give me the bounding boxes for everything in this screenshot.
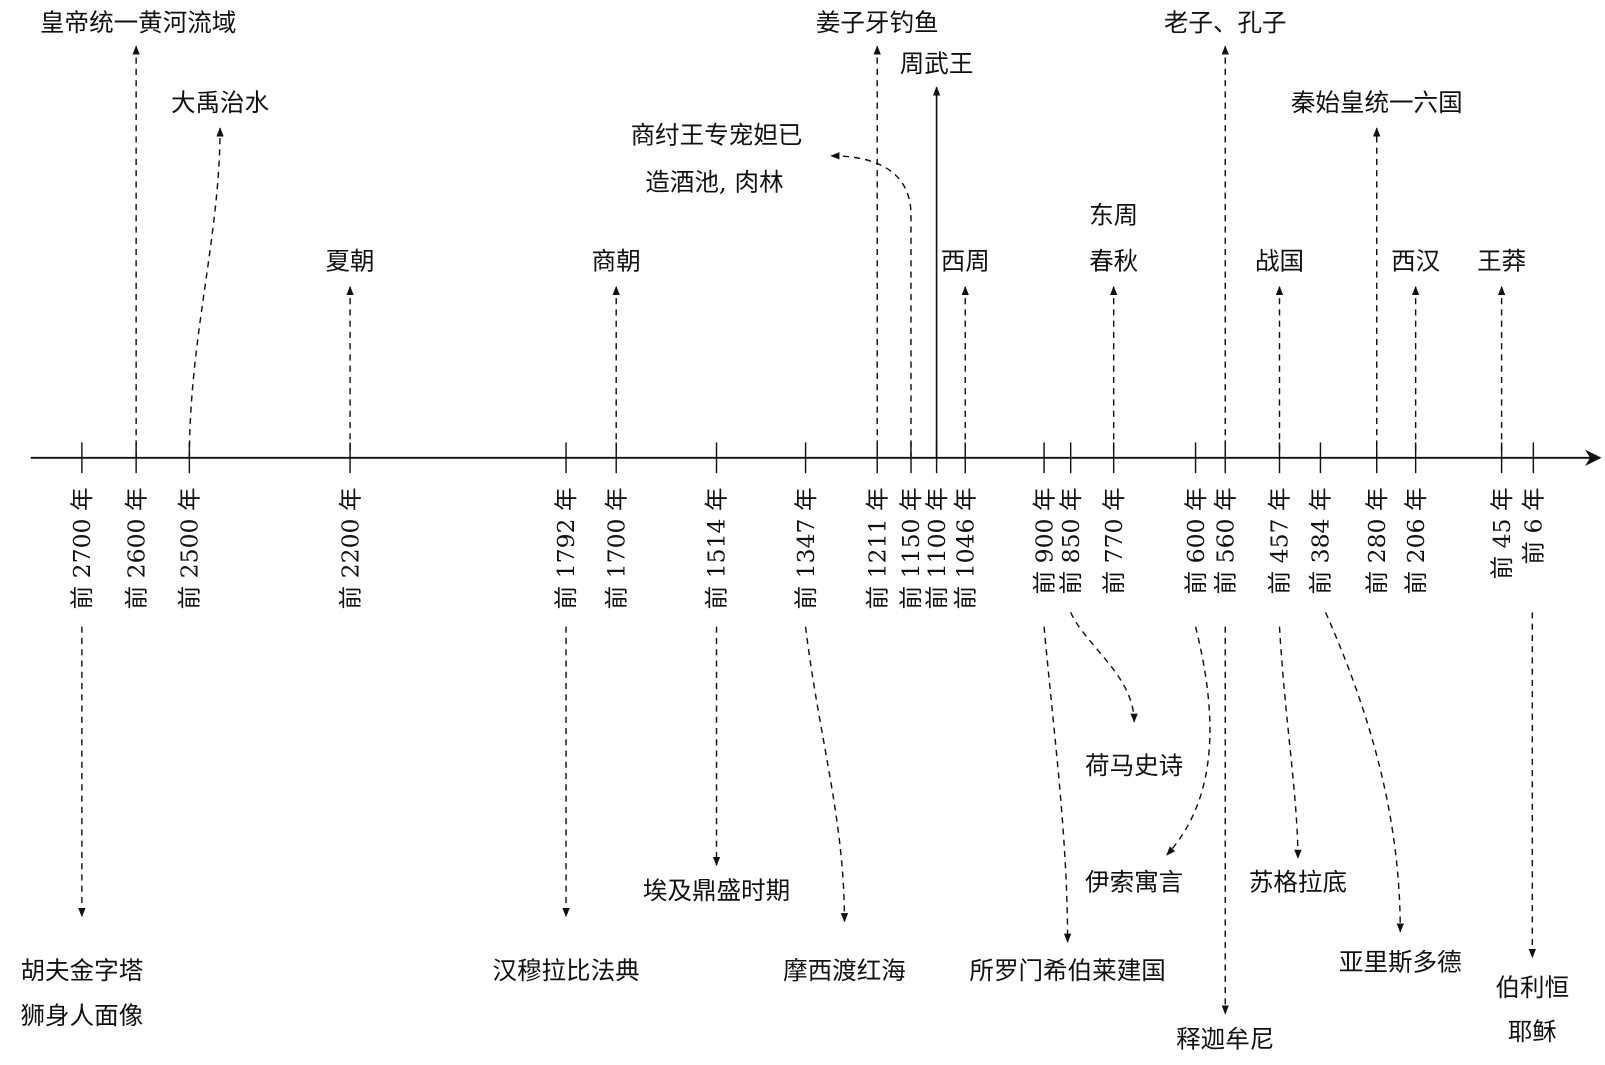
event-xia: 夏朝 <box>326 246 375 275</box>
year-label: 前 560 年 <box>1211 487 1239 594</box>
year-label: 前 206 年 <box>1402 487 1430 594</box>
event-aristotle: 亚里斯多德 <box>1339 948 1462 977</box>
event-xizhou: 西周 <box>941 246 990 275</box>
connectors-below <box>78 612 1537 1015</box>
event-homer: 荷马史诗 <box>1085 751 1183 780</box>
year-label: 前 457 年 <box>1266 487 1294 594</box>
event-dayu: 大禹治水 <box>171 88 269 117</box>
event-moses: 摩西渡红海 <box>783 956 906 985</box>
event-solomon: 所罗门希伯莱建国 <box>969 956 1165 985</box>
year-label: 前 850 年 <box>1057 487 1085 594</box>
year-label: 前 2700 年 <box>68 487 96 609</box>
year-ticks: 前 2700 年前 2600 年前 2500 年 前 2200 年 前 1792 年… <box>68 442 1548 609</box>
event-shangzhou-line1: 商纣王专宠妲已 <box>631 121 803 150</box>
arrow-shangzhou <box>830 152 912 458</box>
year-label: 前 900 年 <box>1030 487 1058 594</box>
year-label: 前 2200 年 <box>336 487 364 609</box>
arrow-aesop <box>1166 626 1211 856</box>
event-zhouwuwang: 周武王 <box>900 49 974 78</box>
year-label: 前 280 年 <box>1363 487 1391 594</box>
event-jesus-line1: 伯利恒 <box>1496 973 1570 1002</box>
event-huangdi: 皇帝统一黄河流域 <box>40 8 236 37</box>
year-label: 前 384 年 <box>1307 487 1335 594</box>
year-label: 前 600 年 <box>1182 487 1210 594</box>
event-buddha: 释迦牟尼 <box>1176 1024 1274 1053</box>
arrow-homer <box>1070 612 1138 723</box>
connectors-above <box>132 45 1506 458</box>
event-xihan: 西汉 <box>1391 246 1440 275</box>
year-label: 前 1347 年 <box>792 487 820 609</box>
event-khufu-line2: 狮身人面像 <box>21 1001 144 1030</box>
year-label: 前 6 年 <box>1520 487 1548 564</box>
year-label: 前 1792 年 <box>552 487 580 609</box>
year-label: 前 770 年 <box>1100 487 1128 594</box>
event-zhanguo: 战国 <box>1255 246 1304 275</box>
event-egypt: 埃及鼎盛时期 <box>643 876 790 905</box>
year-label: 前 45 年 <box>1488 487 1516 579</box>
year-label: 前 1514 年 <box>703 487 731 609</box>
event-aesop: 伊索寓言 <box>1085 868 1183 897</box>
arrow-moses <box>804 626 849 923</box>
event-hammurabi: 汉穆拉比法典 <box>492 956 639 985</box>
event-wangmang: 王莽 <box>1477 246 1526 275</box>
event-jesus-line2: 耶稣 <box>1508 1017 1557 1046</box>
event-socrates: 苏格拉底 <box>1249 868 1347 897</box>
event-shangzhou-line2: 造酒池, 肉林 <box>645 168 783 197</box>
arrow-aristotle <box>1324 612 1404 933</box>
event-khufu-line1: 胡夫金字塔 <box>21 956 144 985</box>
event-laozi: 老子、孔子 <box>1164 8 1287 37</box>
year-label: 前 1046 年 <box>951 487 979 609</box>
year-label: 前 1211 年 <box>863 487 891 609</box>
year-label: 前 2500 年 <box>176 487 204 609</box>
event-qin: 秦始皇统一六国 <box>1291 88 1463 117</box>
arrow-dayu <box>188 127 224 458</box>
arrow-solomon <box>1043 626 1072 943</box>
year-label: 前 1150 年 <box>897 487 925 609</box>
year-label: 前 1700 年 <box>602 487 630 609</box>
event-dongzhou-line2: 春秋 <box>1089 246 1138 275</box>
labels-above: 皇帝统一黄河流域 大禹治水 夏朝 商朝 姜子牙钓鱼 周武王 商纣王专宠妲已 造酒… <box>40 8 1526 275</box>
event-shang: 商朝 <box>592 246 641 275</box>
event-jiangziya: 姜子牙钓鱼 <box>816 8 939 37</box>
event-dongzhou-line1: 东周 <box>1089 200 1138 229</box>
year-label: 前 1100 年 <box>923 487 951 609</box>
labels-below: 胡夫金字塔 狮身人面像 汉穆拉比法典 埃及鼎盛时期 摩西渡红海 所罗门希伯莱建国… <box>21 751 1570 1053</box>
arrow-socrates <box>1278 626 1302 859</box>
year-label: 前 2600 年 <box>122 487 150 609</box>
